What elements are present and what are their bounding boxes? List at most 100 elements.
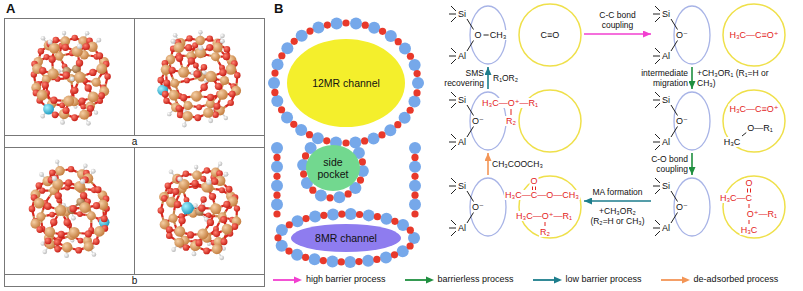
atom-sphere [64,253,69,258]
o-atom-dot [411,173,418,180]
atom-sphere [54,239,61,246]
atom-sphere [157,77,164,84]
atom-sphere [95,186,102,193]
atom-sphere [221,238,228,245]
atom-sphere [79,110,89,120]
legend-label: barrierless process [438,274,514,285]
atom-sphere [182,111,192,121]
atom-sphere [166,226,173,233]
atom-label: Al [457,137,467,147]
o-atom-dot [273,173,280,180]
legend-arrow-line [533,279,555,281]
reaction-state: SiOCH₃AlC≡O [448,4,583,66]
bond-line [451,48,456,53]
legend-arrow [272,275,302,285]
atom-label: Al [457,51,467,61]
bond-line [451,178,456,183]
channel-label: 8MR channel [315,232,377,244]
atom-sphere [195,36,205,46]
atom-label: Si [457,181,467,191]
channel-fill [291,224,401,252]
bond-line [671,127,678,138]
bond-line [449,142,456,143]
atom-sphere [171,247,176,252]
atom-sphere [192,252,197,257]
legend-arrow [660,275,690,285]
t-atom-dot [409,142,421,154]
bond-line [653,56,660,57]
o-atom-dot [274,234,281,241]
o-atom-dot [407,227,414,234]
atom-sphere [89,69,96,76]
atom-label: CH₃ [489,30,508,40]
atom-sphere [211,52,220,61]
grid-line [134,19,135,136]
atom-sphere [215,83,222,90]
atom-sphere [44,227,55,238]
reaction-arrow [691,153,693,175]
o-atom-dot [391,218,398,225]
bond-line [449,14,456,15]
t-atom-dot [271,199,283,211]
atom-label: C≡O [540,30,561,40]
atom-label: O⁻ [675,202,689,212]
atom-sphere [163,79,170,86]
reaction-arrow [487,153,489,175]
atom-sphere [79,202,90,213]
atom-label: H₃C—C≡O⁺ [728,30,779,40]
atom-sphere [192,180,199,187]
atom-sphere [83,43,90,50]
atom-sphere [223,54,229,60]
t-atom-dot [281,111,293,123]
atom-sphere [96,38,101,43]
bond-line [467,213,474,224]
t-atom-dot [368,22,380,34]
atom-sphere [191,91,202,102]
t-atom-dot [291,249,303,261]
bond-line [671,19,678,30]
bond-line [449,56,456,57]
atom-sphere [223,53,230,60]
atom-label: H₃C [723,137,742,147]
o-atom-dot [286,221,293,228]
atom-sphere [172,188,179,195]
atom-sphere [222,224,233,235]
t-atom-dot [345,208,357,220]
bond-line [511,109,512,115]
atom-label: Si [661,181,671,191]
row-label: b [132,275,138,286]
o-atom-dot [394,121,401,128]
atom-label: R₂ [505,116,517,126]
t-atom-dot [380,251,392,263]
atom-sphere [173,33,178,38]
atom-label: R₂ [539,227,551,237]
channel-outline [723,90,785,152]
t-atom-dot [312,132,324,144]
t-atom-dot [409,161,421,173]
atom-sphere [53,37,60,44]
atom-sphere [192,170,202,180]
legend: high barrier process barrierless process l… [272,274,778,285]
bond-line [655,178,660,183]
reagent-label: R₁OR₂ [493,73,518,83]
o-atom-dot [362,22,369,29]
atom-sphere [34,198,45,209]
legend-entry: low barrier process [532,274,642,285]
o-atom-dot [391,251,398,258]
t-atom-dot [399,43,411,55]
atom-sphere [50,219,57,226]
arrow-label: CH₃COOCH₃ [492,159,543,169]
atom-sphere [223,172,228,177]
atom-sphere [63,96,74,107]
o-atom-dot [411,210,418,217]
atom-sphere [86,121,91,126]
bond-line [449,228,456,229]
atom-sphere [96,63,107,74]
t-atom-dot [350,18,362,30]
atom-sphere [200,84,207,91]
o-atom-dot [302,152,309,159]
legend-entry: high barrier process [272,274,386,285]
bond-line [467,105,474,116]
t-atom-dot [412,77,424,89]
atom-sphere [39,172,44,177]
